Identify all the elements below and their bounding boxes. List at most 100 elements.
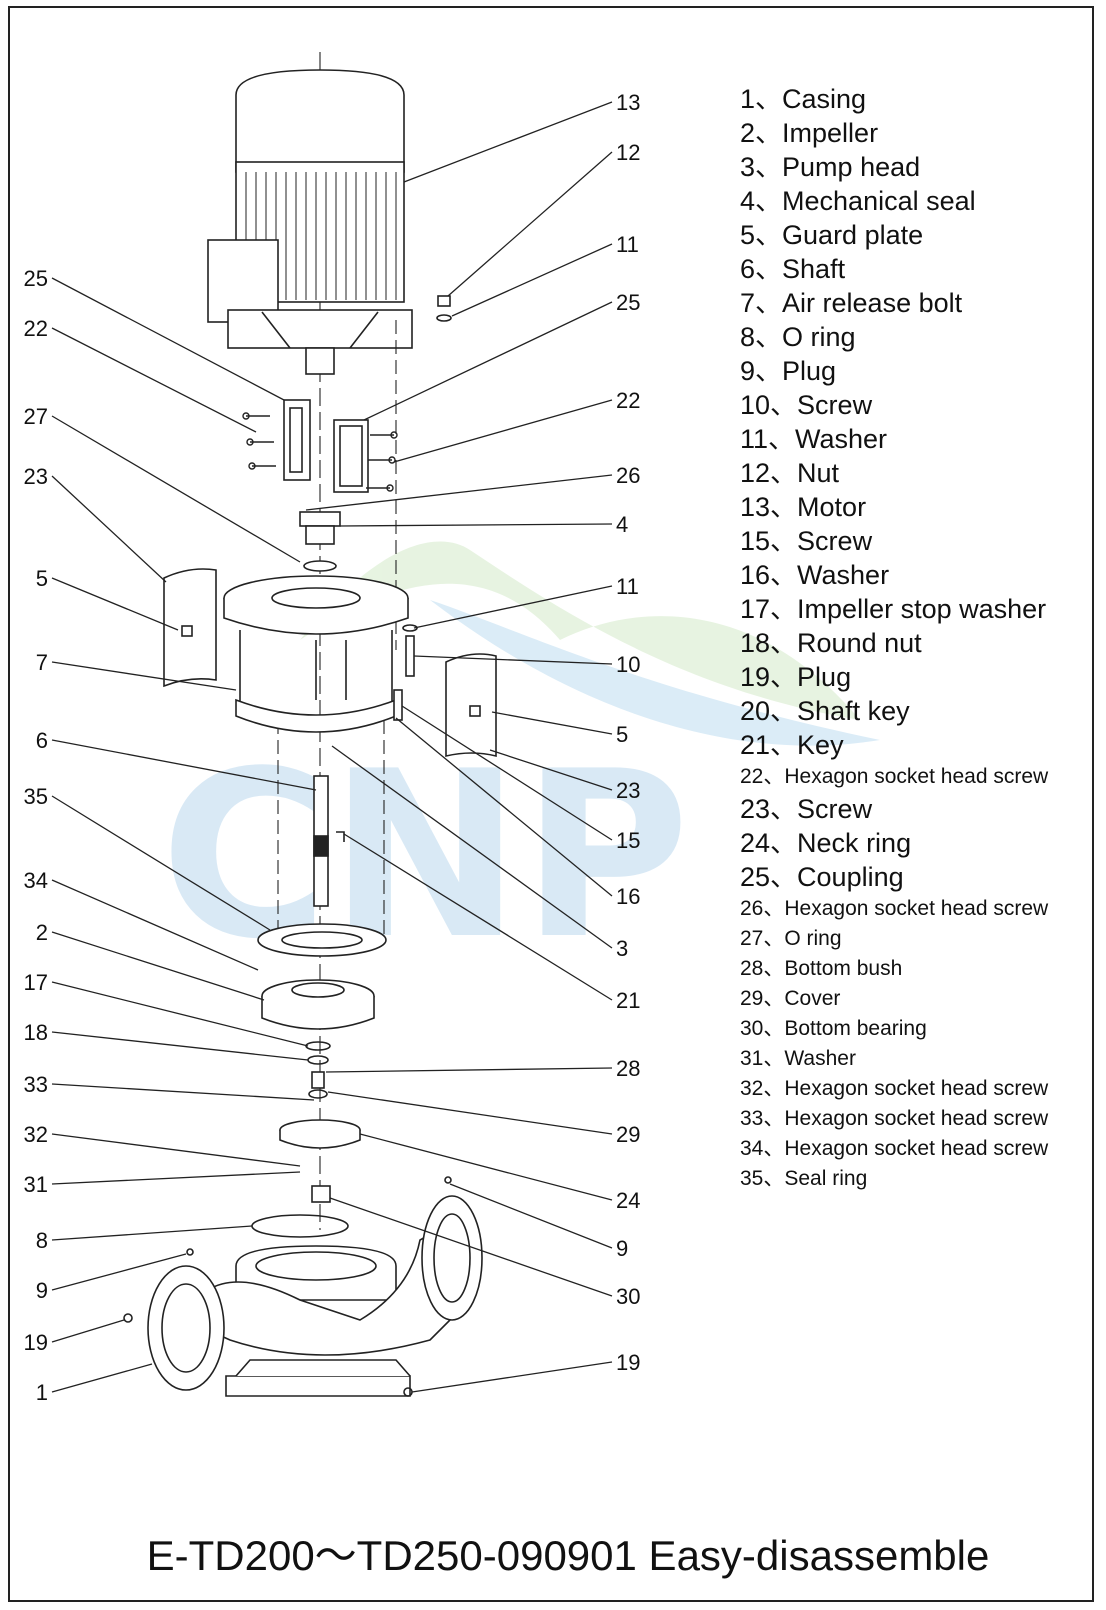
legend-item-label: Hexagon socket head screw [784, 897, 1049, 920]
screw-10-part [405, 635, 415, 677]
legend-item-label: Motor [797, 492, 867, 522]
legend-item-number: 26、 [740, 897, 785, 920]
legend-item-number: 7、 [740, 288, 783, 318]
legend-item-number: 3、 [740, 152, 783, 182]
callout-number: 34 [24, 868, 48, 893]
legend-item: 32、Hexagon socket head screw [740, 1074, 1100, 1104]
legend-item: 10、Screw [740, 388, 1100, 422]
legend-item: 5、Guard plate [740, 218, 1100, 252]
legend-item-label: Neck ring [797, 828, 912, 858]
legend-item-number: 15、 [740, 526, 798, 556]
callout-number: 29 [616, 1122, 640, 1147]
cover-part [308, 1089, 328, 1099]
callout-number: 11 [616, 574, 639, 599]
legend-item: 3、Pump head [740, 150, 1100, 184]
nut-part [437, 295, 451, 307]
screw-15-part [393, 689, 403, 721]
callout-number: 17 [24, 970, 48, 995]
callout-number: 25 [616, 290, 640, 315]
legend-item: 4、Mechanical seal [740, 184, 1100, 218]
callout-number: 10 [616, 652, 640, 677]
legend-item-number: 12、 [740, 458, 798, 488]
o-ring-8-part [251, 1214, 349, 1238]
guard-plate-right [445, 653, 497, 758]
mechanical-seal-part [299, 511, 341, 572]
callout-number: 4 [616, 512, 628, 537]
legend-item-number: 17、 [740, 594, 798, 624]
legend-item: 11、Washer [740, 422, 1100, 456]
legend-item-label: Hexagon socket head screw [784, 1107, 1049, 1130]
legend-item-label: Washer [795, 424, 888, 454]
callout-number: 19 [616, 1350, 640, 1375]
legend-item: 31、Washer [740, 1044, 1100, 1074]
legend-item-number: 6、 [740, 254, 783, 284]
coupling-left-part [283, 399, 311, 481]
legend-item-number: 29、 [740, 987, 785, 1010]
plug-9-right [444, 1176, 452, 1184]
callout-number: 19 [24, 1330, 48, 1355]
legend-item: 7、Air release bolt [740, 286, 1100, 320]
legend-item: 13、Motor [740, 490, 1100, 524]
plug-9-left [186, 1248, 194, 1256]
legend-item: 33、Hexagon socket head screw [740, 1104, 1100, 1134]
legend-item-number: 18、 [740, 628, 798, 658]
key-21-part [336, 831, 345, 842]
legend-item-label: Screw [797, 390, 873, 420]
legend-item-number: 31、 [740, 1047, 785, 1070]
legend-item-number: 25、 [740, 862, 798, 892]
callout-number: 18 [24, 1020, 48, 1045]
motor-part [207, 69, 413, 375]
legend-item: 15、Screw [740, 524, 1100, 558]
shaft-part [313, 775, 329, 907]
callout-number: 23 [616, 778, 640, 803]
legend-item-label: Shaft [782, 254, 846, 284]
callout-number: 13 [616, 90, 640, 115]
callout-number: 33 [24, 1072, 48, 1097]
legend-item-label: Casing [782, 84, 867, 114]
callout-number: 35 [24, 784, 48, 809]
neck-ring-part [279, 1119, 361, 1149]
callout-number: 24 [616, 1188, 640, 1213]
legend-item: 19、Plug [740, 660, 1100, 694]
legend-item-label: Bottom bush [784, 957, 903, 980]
legend-item-number: 5、 [740, 220, 783, 250]
legend-item-number: 9、 [740, 356, 783, 386]
legend-item-number: 21、 [740, 730, 798, 760]
legend-item-label: Impeller [782, 118, 879, 148]
callout-number: 11 [616, 232, 639, 257]
legend-item: 28、Bottom bush [740, 954, 1100, 984]
pump-head-part [223, 575, 409, 733]
pump-parts [123, 52, 497, 1397]
legend-item: 22、Hexagon socket head screw [740, 762, 1100, 792]
drawing-title: E-TD200～TD250-090901 Easy-disassemble [146, 1532, 990, 1579]
callout-number: 32 [24, 1122, 48, 1147]
legend-item-number: 10、 [740, 390, 798, 420]
legend-item-label: Plug [797, 662, 852, 692]
legend-item-label: Hexagon socket head screw [784, 765, 1049, 788]
callout-number: 9 [36, 1278, 48, 1303]
legend-item: 21、Key [740, 728, 1100, 762]
legend-item: 25、Coupling [740, 860, 1100, 894]
legend-item: 30、Bottom bearing [740, 1014, 1100, 1044]
legend-item-label: Key [797, 730, 844, 760]
legend-item-label: Guard plate [782, 220, 924, 250]
callout-number: 26 [616, 463, 640, 488]
legend-item-number: 20、 [740, 696, 798, 726]
legend-item-label: Impeller stop washer [797, 594, 1047, 624]
legend-item-number: 35、 [740, 1167, 785, 1190]
washer-part [436, 314, 452, 322]
legend-item-label: Nut [797, 458, 840, 488]
legend-item-number: 34、 [740, 1137, 785, 1160]
legend-item-label: Round nut [797, 628, 922, 658]
legend-item: 34、Hexagon socket head screw [740, 1134, 1100, 1164]
legend-item-label: O ring [782, 322, 856, 352]
legend-item-label: Air release bolt [782, 288, 963, 318]
leader-lines [51, 101, 613, 1393]
callout-number: 31 [24, 1172, 48, 1197]
legend-item-number: 27、 [740, 927, 785, 950]
callout-number: 22 [616, 388, 640, 413]
callout-number: 9 [616, 1236, 628, 1261]
callout-number: 22 [24, 316, 48, 341]
